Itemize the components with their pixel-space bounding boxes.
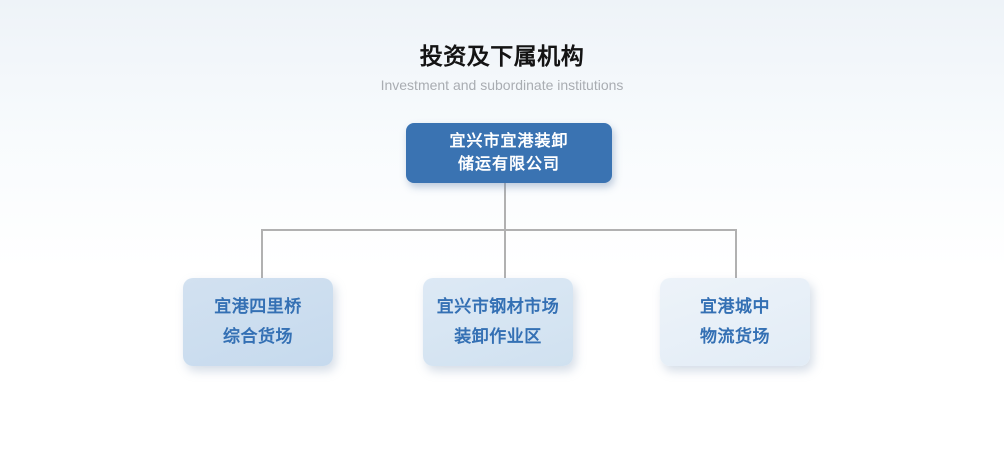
page-title: 投资及下属机构 (419, 43, 585, 69)
org-node-child-3-line2: 物流货场 (700, 327, 770, 346)
page-subtitle: Investment and subordinate institutions (380, 77, 624, 93)
org-node-child-3: 宜港城中 物流货场 (660, 278, 810, 366)
org-node-child-3-line1: 宜港城中 (700, 297, 770, 316)
org-node-child-1-line1: 宜港四里桥 (214, 297, 302, 316)
org-node-child-1-line2: 综合货场 (223, 327, 293, 346)
page-header: 投资及下属机构 Investment and subordinate insti… (0, 40, 1004, 94)
org-node-root-line2: 储运有限公司 (457, 156, 560, 173)
org-node-root: 宜兴市宜港装卸 储运有限公司 (406, 123, 612, 183)
org-node-child-2: 宜兴市钢材市场 装卸作业区 (423, 278, 573, 366)
org-node-child-2-line1: 宜兴市钢材市场 (436, 297, 560, 316)
org-node-child-2-line2: 装卸作业区 (454, 327, 542, 346)
org-node-root-line1: 宜兴市宜港装卸 (449, 133, 569, 150)
org-node-child-1: 宜港四里桥 综合货场 (183, 278, 333, 366)
